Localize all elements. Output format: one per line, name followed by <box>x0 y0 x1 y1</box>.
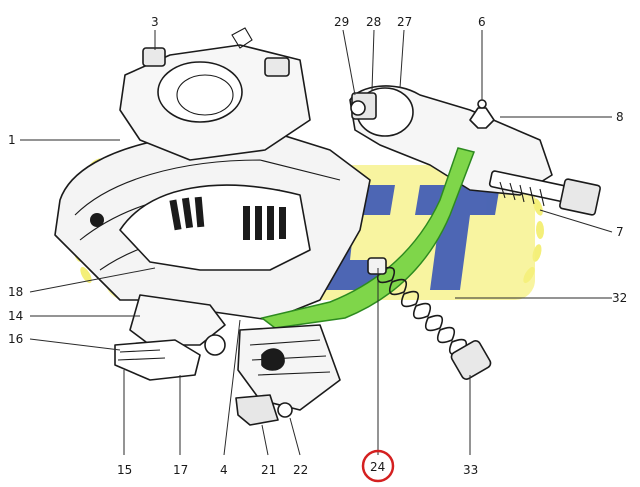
clamp-part-3 <box>119 27 311 161</box>
label-part-14[interactable]: 14 <box>8 309 23 323</box>
label-part-3[interactable]: 3 <box>151 15 159 29</box>
shoe-assembly <box>235 324 341 426</box>
spring-end-cap-part-33 <box>450 340 492 380</box>
label-part-32[interactable]: 32 <box>612 291 627 305</box>
label-part-8[interactable]: 8 <box>616 110 624 124</box>
label-part-28[interactable]: 28 <box>366 15 381 29</box>
lower-bracket <box>114 294 226 381</box>
finned-cylinder <box>119 184 311 271</box>
label-part-16[interactable]: 16 <box>8 332 23 346</box>
label-part-4[interactable]: 4 <box>220 463 228 477</box>
screw-part-22 <box>277 402 293 418</box>
clamp-bolt-right <box>264 57 290 77</box>
adjuster-bolt-part-7 <box>488 170 601 216</box>
clamp-bolt-left <box>142 47 166 67</box>
label-part-24[interactable]: 24 <box>370 460 385 474</box>
coil-spring-part-32 <box>367 257 492 380</box>
label-part-7[interactable]: 7 <box>616 225 624 239</box>
arm-assembly <box>349 85 553 196</box>
label-part-29[interactable]: 29 <box>334 15 349 29</box>
label-part-22[interactable]: 22 <box>293 463 308 477</box>
pin-part-17 <box>204 334 226 356</box>
label-part-21[interactable]: 21 <box>261 463 276 477</box>
label-part-33[interactable]: 33 <box>463 463 478 477</box>
part-labels: 1 3 29 28 27 6 8 7 32 18 14 16 15 17 4 2… <box>8 15 627 477</box>
highlight-ring <box>361 449 395 483</box>
washer-part-29 <box>350 100 366 116</box>
leader-lines <box>20 29 613 456</box>
label-part-1[interactable]: 1 <box>8 133 16 147</box>
lube-nipple-part-6 <box>469 107 495 129</box>
label-part-15[interactable]: 15 <box>117 463 132 477</box>
label-part-6[interactable]: 6 <box>478 15 486 29</box>
label-part-18[interactable]: 18 <box>8 285 23 299</box>
label-part-17[interactable]: 17 <box>173 463 188 477</box>
shoe-pad-part-21 <box>235 394 279 426</box>
label-part-27[interactable]: 27 <box>397 15 412 29</box>
bolt-hole <box>90 213 104 227</box>
